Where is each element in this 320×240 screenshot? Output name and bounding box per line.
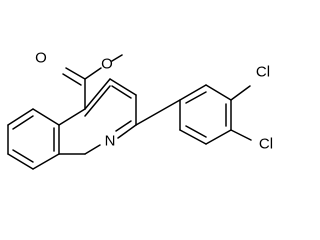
bond bbox=[185, 125, 207, 138]
bond bbox=[179, 84, 207, 101]
atom-label-chlorine: Cl bbox=[256, 64, 270, 81]
bond bbox=[62, 73, 82, 86]
bond bbox=[111, 85, 132, 99]
bond bbox=[32, 108, 60, 126]
atom-label-layer: O O N Cl Cl bbox=[35, 50, 273, 153]
bond bbox=[230, 129, 252, 141]
bond bbox=[58, 108, 86, 126]
atom-label-nitrogen: N bbox=[105, 133, 116, 150]
chemical-structure: O O N Cl Cl bbox=[7, 50, 273, 170]
bond bbox=[32, 153, 60, 170]
atom-label-chlorine: Cl bbox=[259, 136, 273, 153]
atom-label-oxygen: O bbox=[35, 50, 47, 67]
bond bbox=[7, 153, 34, 170]
bond bbox=[185, 91, 207, 104]
bond bbox=[65, 67, 86, 80]
bond bbox=[109, 78, 137, 96]
bond bbox=[205, 84, 232, 101]
bond bbox=[7, 108, 34, 126]
bond bbox=[84, 144, 101, 155]
bond bbox=[135, 99, 181, 126]
bond bbox=[111, 54, 123, 62]
bond bbox=[84, 67, 102, 80]
bond-layer bbox=[7, 54, 252, 170]
bond bbox=[12, 149, 34, 163]
atom-label-oxygen: O bbox=[101, 56, 113, 73]
bond bbox=[84, 85, 111, 117]
bond bbox=[179, 129, 207, 145]
bond bbox=[84, 78, 111, 110]
bond bbox=[115, 120, 132, 132]
bond bbox=[117, 124, 137, 139]
bond bbox=[230, 85, 251, 101]
bond bbox=[205, 129, 232, 145]
bond bbox=[12, 115, 34, 130]
